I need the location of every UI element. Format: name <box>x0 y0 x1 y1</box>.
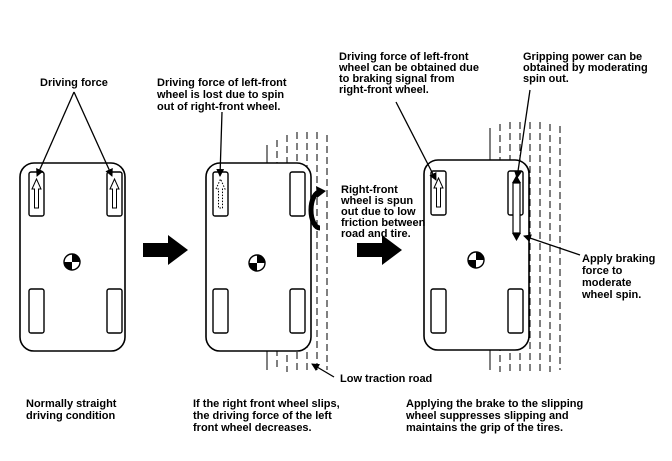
wheel-front-right <box>289 171 306 217</box>
pointer-line <box>36 91 75 177</box>
center-of-gravity-icon <box>467 251 485 269</box>
spin-icon <box>308 186 326 231</box>
pointer-line <box>216 111 225 177</box>
label-driving-force: Driving force <box>40 77 108 89</box>
label-normal-condition: Normally straight driving condition <box>26 398 120 422</box>
arrow-right-icon <box>357 235 402 265</box>
label-left-front-obtained: Driving force of left-front wheel can be… <box>338 51 482 96</box>
car-slipping <box>205 162 312 352</box>
label-gripping-power: Gripping power can be obtained by modera… <box>523 51 651 85</box>
wheel-rear-right <box>289 288 306 334</box>
pointer-line <box>395 101 437 181</box>
wheel-rear-right <box>507 288 524 334</box>
label-brake-suppresses: Applying the brake to the slipping wheel… <box>405 398 586 434</box>
center-of-gravity-icon <box>248 254 266 272</box>
label-apply-braking: Apply braking force to moderate wheel sp… <box>581 253 658 301</box>
wheel-rear-left <box>430 288 447 334</box>
label-right-front-slips: If the right front wheel slips, the driv… <box>193 398 343 434</box>
label-low-traction-road: Low traction road <box>340 373 432 385</box>
pointer-line <box>311 363 335 378</box>
car-normal <box>19 162 126 352</box>
arrow-right-icon <box>143 235 188 265</box>
label-right-front-spun: Right-front wheel is spun out due to low… <box>340 184 428 240</box>
label-left-front-lost: Driving force of left-front wheel is los… <box>156 77 290 113</box>
wheel-rear-right <box>106 288 123 334</box>
pointer-line <box>523 234 581 256</box>
wheel-rear-left <box>28 288 45 334</box>
pointer-line <box>73 91 113 177</box>
car-controlled <box>423 159 530 351</box>
pointer-line <box>514 89 531 179</box>
center-of-gravity-icon <box>63 253 81 271</box>
wheel-rear-left <box>212 288 229 334</box>
